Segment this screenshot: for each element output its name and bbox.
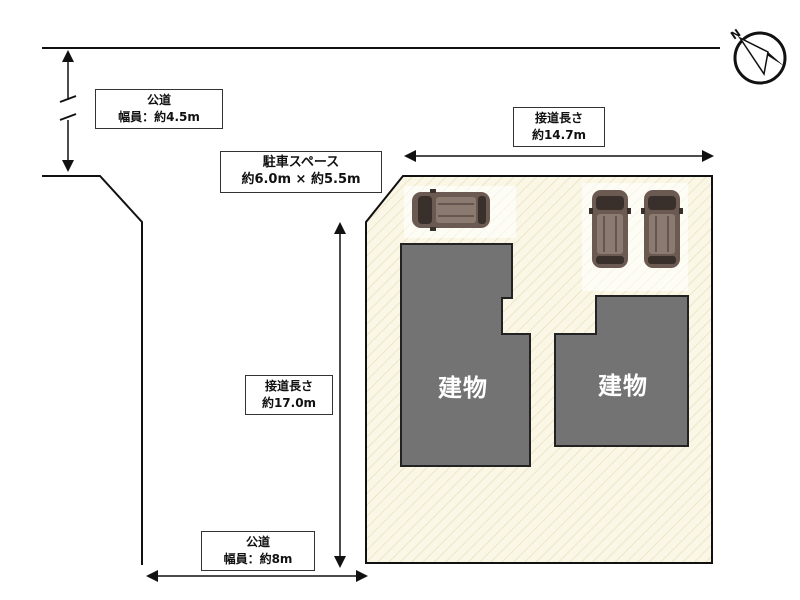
building-left-label: 建物 — [438, 374, 488, 402]
road-west-edge — [42, 175, 143, 565]
building-right — [554, 295, 689, 447]
car-icon — [640, 189, 684, 269]
road-north-label: 公道 幅員：約4.5m — [95, 89, 223, 129]
car-icon — [411, 188, 491, 232]
frontage-north-label: 接道長さ 約14.7m — [513, 107, 605, 147]
building-right-label: 建物 — [598, 372, 648, 400]
car-icon — [588, 189, 632, 269]
compass-icon: N — [728, 27, 787, 85]
building-left — [400, 243, 531, 467]
break-mark — [59, 95, 77, 103]
parking-label: 駐車スペース 約6.0m × 約5.5m — [220, 151, 382, 193]
road-south-label: 公道 幅員：約8m — [201, 531, 315, 571]
frontage-west-label: 接道長さ 約17.0m — [245, 375, 333, 415]
break-mark — [59, 113, 77, 121]
